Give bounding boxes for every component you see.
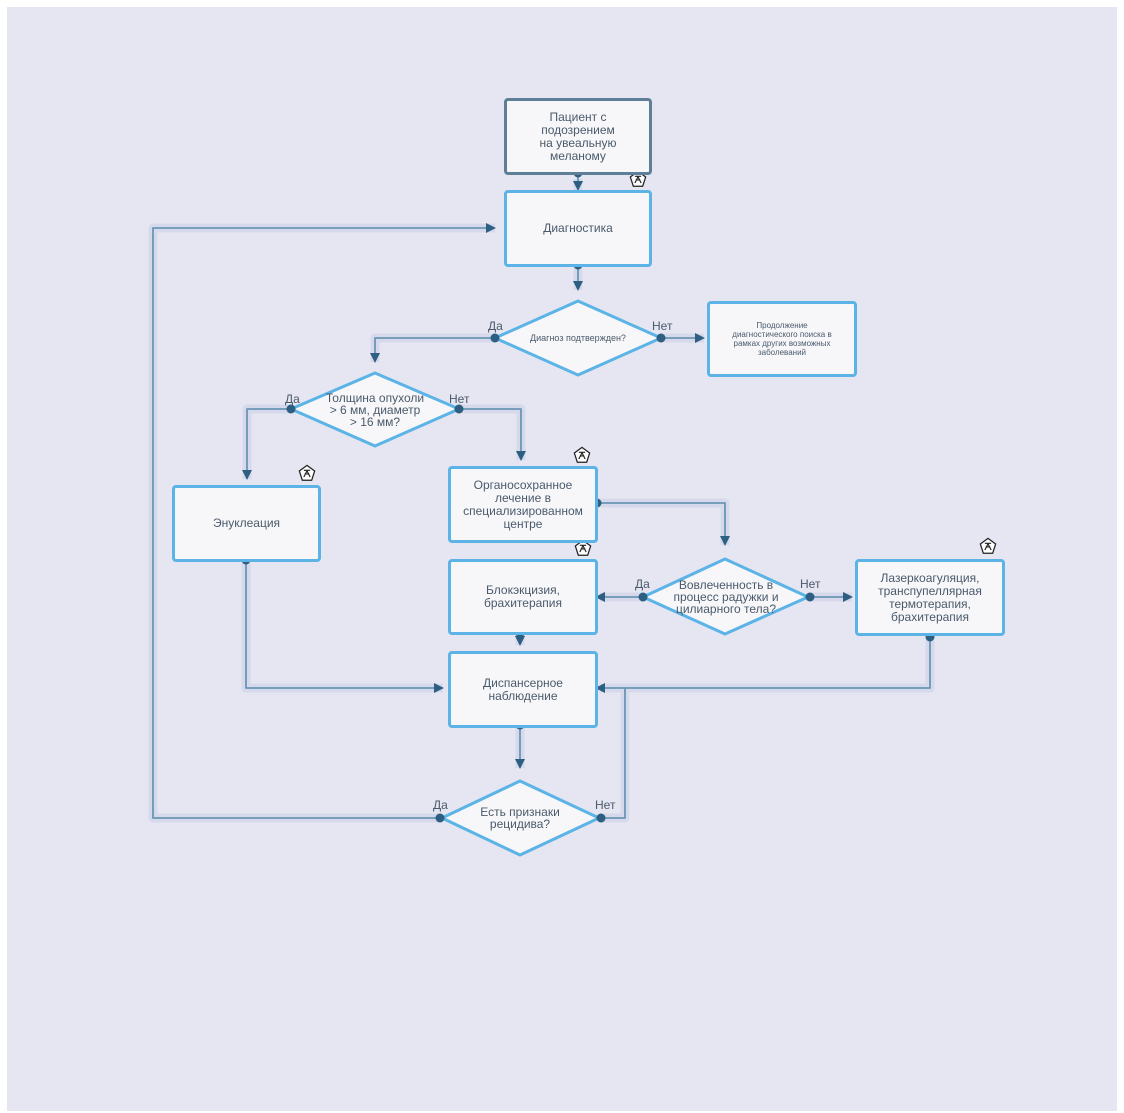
decision-involvement-label: Вовлеченность в процесс радужки и цилиар… (673, 578, 779, 616)
port-dot (490, 333, 500, 343)
specialist-pentagon-icon (298, 464, 316, 481)
decision-diag-confirmed-label: Диагноз подтвержден? (530, 333, 626, 343)
edge-confirmed-yes (370, 337, 495, 363)
edge-laser-to-followup (595, 637, 931, 693)
decision-involvement (641, 557, 810, 636)
port-dot (435, 813, 445, 823)
edge-label-yes: Да (433, 798, 448, 812)
port-dot (596, 813, 606, 823)
decision-diag-confirmed (493, 299, 663, 377)
node-start[interactable]: Пациент с подозрением на увеальную мелан… (504, 98, 652, 175)
node-laser[interactable]: Лазеркоагуляция, транспупеллярная термот… (855, 559, 1005, 636)
edge-label-no: Нет (449, 392, 470, 406)
specialist-pentagon-icon (573, 446, 591, 463)
edge-recurrence-no (601, 688, 626, 819)
port-dot (286, 404, 296, 414)
edge-halo (242, 404, 291, 479)
node-enucleation[interactable]: Энуклеация (172, 485, 321, 562)
port-dot (638, 592, 648, 602)
edge-label-yes: Да (635, 577, 650, 591)
edge-label-yes: Да (488, 319, 503, 333)
edge-label-no: Нет (652, 319, 673, 333)
node-continue-search[interactable]: Продолжение диагностического поиска в ра… (707, 301, 857, 377)
specialist-pentagon-icon (979, 537, 997, 554)
edge-label-yes: Да (285, 392, 300, 406)
port-dot (656, 333, 666, 343)
port-dot (454, 404, 464, 414)
edge-halo (459, 404, 526, 460)
node-blockexcision[interactable]: Блокэкцизия, брахитерапия (448, 559, 598, 635)
decision-recurrence (440, 779, 601, 857)
edge-thickness-no (459, 408, 526, 461)
edge-recurrence-yes (152, 223, 496, 819)
connectors-layer (148, 168, 997, 857)
node-diagnostics[interactable]: Диагностика (504, 190, 652, 267)
port-dot (805, 592, 815, 602)
edge-organ-to-involvement (597, 502, 730, 546)
node-organ-preserving[interactable]: Органосохранное лечение в специализирова… (448, 466, 598, 543)
node-followup[interactable]: Диспансерное наблюдение (448, 651, 598, 728)
edge-label-no: Нет (595, 798, 616, 812)
flowchart-canvas: Пациент с подозрением на увеальную мелан… (7, 7, 1117, 1111)
edge-halo (600, 637, 935, 693)
edge-halo (597, 498, 730, 545)
edge-halo (370, 333, 495, 362)
edge-thickness-yes (242, 408, 291, 480)
decision-thickness-label: Толщина опухоли > 6 мм, диаметр > 16 мм? (325, 391, 425, 429)
decision-thickness (289, 371, 461, 448)
edge-halo (241, 560, 443, 693)
decision-recurrence-label: Есть признаки рецидива? (480, 805, 560, 831)
edge-enucleation-to-followup (245, 560, 444, 693)
edge-label-no: Нет (800, 577, 821, 591)
